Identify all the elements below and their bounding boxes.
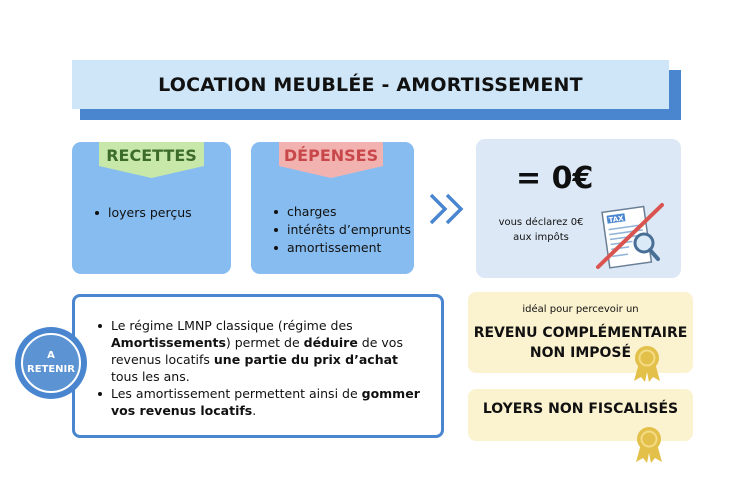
recettes-list: loyers perçus bbox=[90, 204, 192, 222]
recettes-tab: RECETTES bbox=[99, 142, 204, 178]
recettes-label: RECETTES bbox=[106, 145, 197, 165]
list-item: amortissement bbox=[273, 239, 411, 257]
revenu-title-line2: NON IMPOSÉ bbox=[529, 345, 632, 361]
retenir-bold: gommer vos revenus locatifs bbox=[111, 386, 420, 418]
list-item: Le régime LMNP classique (régime des Amo… bbox=[98, 317, 426, 385]
revenu-title-line1: REVENU COMPLÉMENTAIRE bbox=[473, 325, 688, 341]
result-value: = 0€ bbox=[516, 161, 594, 196]
result-caption: vous déclarez 0€ aux impôts bbox=[498, 217, 584, 243]
loyers-title: LOYERS NON FISCALISÉS bbox=[482, 401, 679, 417]
list-item: loyers perçus bbox=[95, 205, 192, 220]
revenu-subtitle: idéal pour percevoir un bbox=[522, 304, 639, 315]
recettes-tab-shape bbox=[99, 142, 204, 178]
retenir-bold: Amortissements bbox=[111, 335, 226, 350]
retenir-list: Le régime LMNP classique (régime des Amo… bbox=[98, 317, 426, 419]
list-item: Les amortissement permettent ainsi de go… bbox=[98, 385, 426, 419]
result-card: = 0€ vous déclarez 0€ aux impôts TAX bbox=[476, 139, 681, 278]
page-title: LOCATION MEUBLÉE - AMORTISSEMENT bbox=[158, 73, 583, 96]
retenir-text: tous les ans. bbox=[111, 369, 190, 384]
award-medal-icon bbox=[636, 427, 662, 463]
retenir-box: Le régime LMNP classique (régime des Amo… bbox=[72, 294, 444, 438]
retenir-text: Les amortissement permettent ainsi de bbox=[111, 386, 362, 401]
retenir-text: ) permet de bbox=[225, 335, 304, 350]
retenir-bold: une partie du prix d’achat bbox=[213, 352, 399, 367]
depenses-list: charges intérêts d’emprunts amortissemen… bbox=[269, 203, 411, 257]
retenir-badge-inner: A RETENIR bbox=[21, 333, 81, 393]
retenir-badge-line1: A bbox=[47, 350, 55, 361]
title-banner: LOCATION MEUBLÉE - AMORTISSEMENT bbox=[72, 60, 669, 109]
tax-label: TAX bbox=[608, 214, 625, 224]
retenir-text: Le régime LMNP classique (régime des bbox=[111, 318, 353, 333]
retenir-text: de vos revenus locatifs bbox=[111, 335, 403, 367]
list-item: charges bbox=[273, 203, 411, 221]
revenu-card: idéal pour percevoir un REVENU COMPLÉMEN… bbox=[468, 292, 693, 373]
retenir-badge: A RETENIR bbox=[15, 327, 87, 399]
depenses-tab: DÉPENSES bbox=[279, 142, 383, 178]
double-chevron-right-icon bbox=[429, 193, 464, 225]
retenir-text: . bbox=[252, 403, 257, 418]
retenir-bold: déduire bbox=[303, 335, 358, 350]
depenses-card: DÉPENSES charges intérêts d’emprunts amo… bbox=[251, 142, 414, 274]
depenses-tab-shape bbox=[279, 142, 383, 178]
depenses-label: DÉPENSES bbox=[283, 145, 379, 165]
list-item: intérêts d’emprunts bbox=[273, 222, 412, 237]
retenir-badge-line2: RETENIR bbox=[27, 364, 75, 375]
recettes-card: RECETTES loyers perçus bbox=[72, 142, 231, 274]
revenu-title: REVENU COMPLÉMENTAIRE NON IMPOSÉ bbox=[468, 323, 693, 363]
award-medal-icon bbox=[634, 346, 660, 382]
tax-document-magnifier-icon: TAX bbox=[596, 203, 664, 269]
